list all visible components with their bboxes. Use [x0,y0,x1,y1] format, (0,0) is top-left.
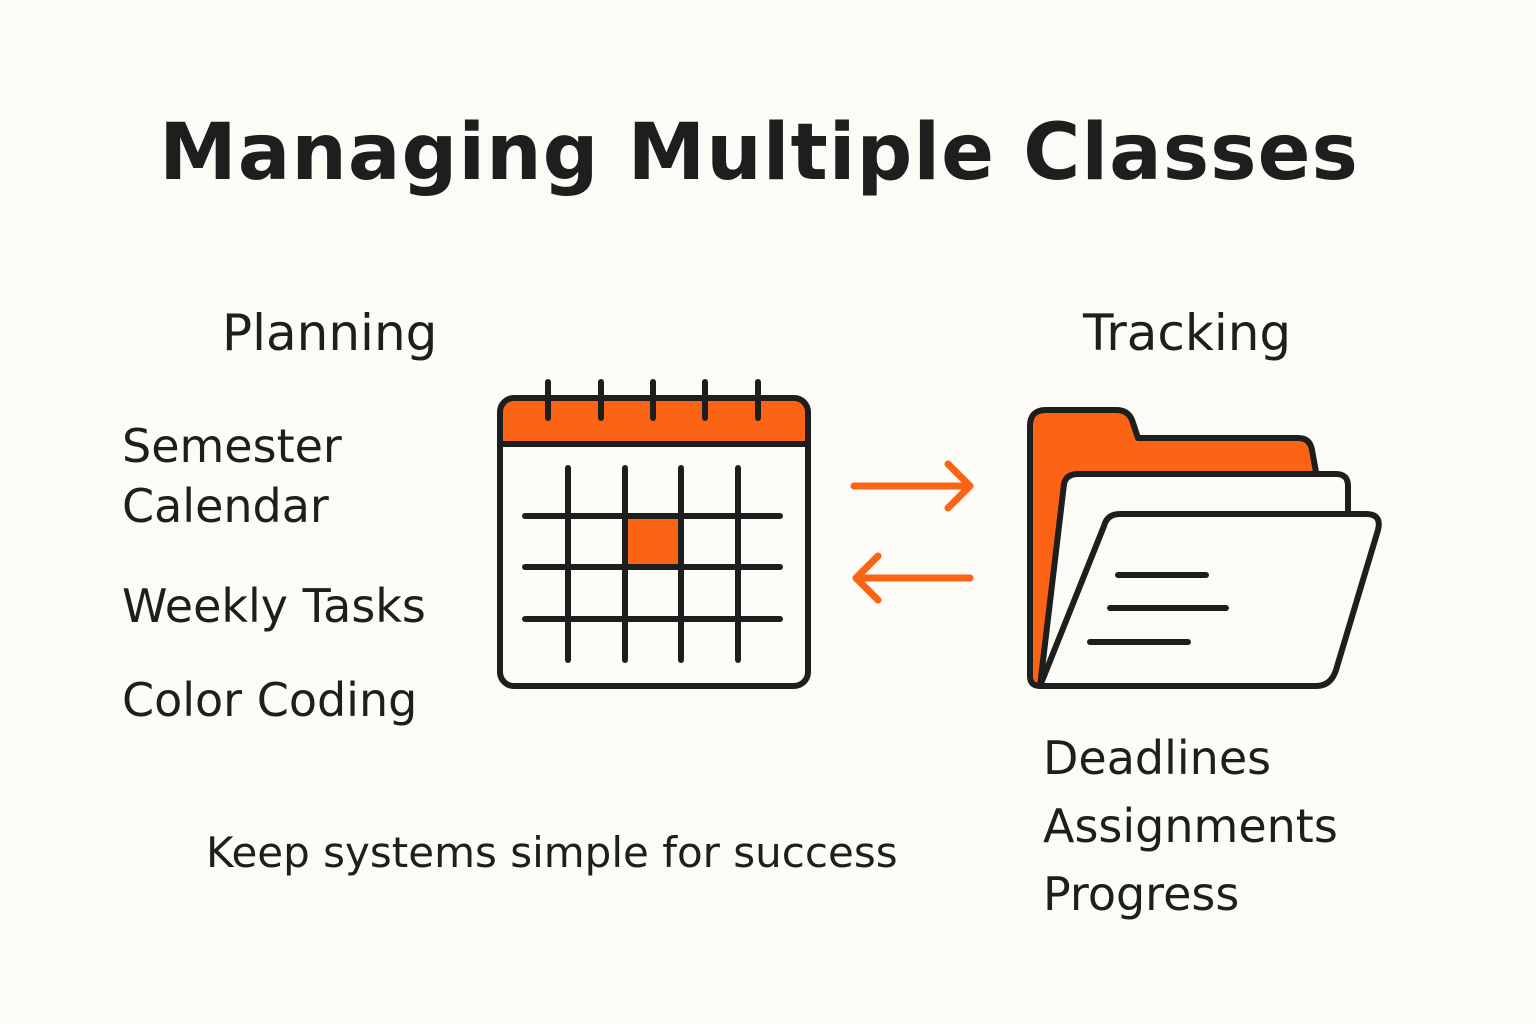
footnote: Keep systems simple for success [206,828,898,877]
tracking-item-deadlines: Deadlines [1043,731,1272,785]
planning-item-semester: Semester [122,419,342,473]
planning-heading: Planning [222,304,438,362]
tracking-item-progress: Progress [1043,867,1240,921]
folder-icon [1027,407,1382,689]
calendar-icon [497,379,811,689]
page-title: Managing Multiple Classes [159,108,1359,198]
arrow-left-icon [852,552,974,604]
planning-item-weekly-tasks: Weekly Tasks [122,579,426,633]
highlighted-day [627,518,680,566]
planning-item-color-coding: Color Coding [122,673,418,727]
tracking-heading: Tracking [1083,304,1292,362]
arrow-right-icon [850,460,974,512]
tracking-item-assignments: Assignments [1043,799,1338,853]
planning-item-calendar: Calendar [122,479,329,533]
